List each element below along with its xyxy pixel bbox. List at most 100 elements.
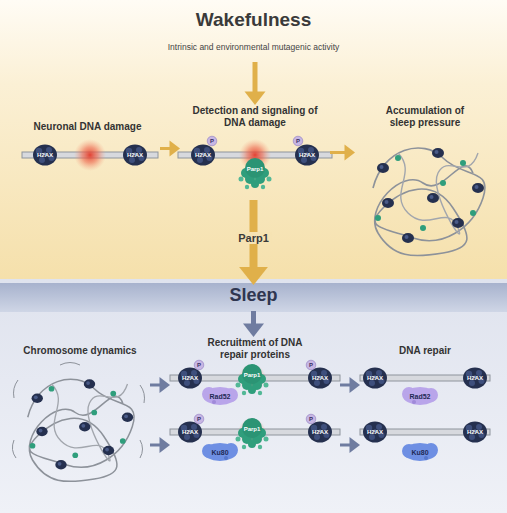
arrow-label: Parp1 bbox=[235, 232, 272, 244]
arrow-head bbox=[245, 92, 266, 106]
chromatin-tangle bbox=[28, 379, 134, 481]
state-title: Sleep bbox=[200, 285, 307, 306]
arrow-head bbox=[350, 437, 361, 453]
histone-label: H2AX bbox=[127, 152, 143, 158]
repair-row: Rad52 bbox=[360, 365, 490, 405]
motion-marks bbox=[12, 363, 144, 459]
histone-label: H2AX bbox=[367, 429, 383, 435]
histone-label: H2AX bbox=[195, 152, 211, 158]
ku80-protein bbox=[402, 443, 438, 461]
stage-panel: Chromosome dynamics bbox=[10, 345, 150, 478]
arrow-head bbox=[345, 145, 356, 161]
dna-strand bbox=[360, 429, 490, 435]
stage-panel: Recruitment of DNA repair proteinsRad52K… bbox=[165, 337, 345, 480]
arrow-head bbox=[170, 141, 181, 157]
flow-arrow bbox=[245, 62, 266, 105]
nucleosome bbox=[463, 368, 487, 389]
arrow-shaft bbox=[253, 62, 258, 93]
protein-name: Rad52 bbox=[409, 393, 430, 400]
nucleosome bbox=[33, 145, 57, 166]
dna-strand bbox=[360, 375, 490, 381]
nucleosome bbox=[295, 145, 319, 166]
histone-label: H2AX bbox=[467, 375, 483, 381]
nucleosome bbox=[363, 368, 387, 389]
phospho-label: P bbox=[309, 362, 313, 368]
phospho-mark bbox=[194, 414, 204, 424]
flow-arrow bbox=[160, 141, 180, 157]
protein-label: Parp1 bbox=[244, 426, 261, 432]
repair-row: Ku80 bbox=[360, 420, 490, 470]
phospho-label: P bbox=[296, 138, 300, 144]
histone-label: H2AX bbox=[467, 429, 483, 435]
phospho-mark bbox=[194, 360, 204, 370]
nucleosome bbox=[178, 368, 202, 389]
arrow-shaft bbox=[340, 444, 351, 447]
arrow-shaft bbox=[150, 384, 161, 387]
parp1-protein bbox=[239, 158, 272, 189]
flow-arrow bbox=[150, 437, 170, 453]
stage-panel: Accumulation of sleep pressure bbox=[355, 105, 495, 255]
ku80-protein bbox=[202, 443, 238, 461]
arrow-head bbox=[350, 377, 361, 393]
histone-label: H2AX bbox=[299, 152, 315, 158]
stage-panel: DNA repairRad52Ku80 bbox=[355, 345, 495, 480]
arrow-shaft bbox=[251, 311, 256, 325]
phospho-mark bbox=[306, 414, 316, 424]
chromatin-tangle bbox=[373, 148, 485, 256]
arrow-head bbox=[160, 437, 171, 453]
phospho-label: P bbox=[309, 416, 313, 422]
nucleosome bbox=[363, 422, 387, 443]
arrow-head bbox=[243, 324, 264, 338]
protein-label: Parp1 bbox=[247, 166, 264, 172]
histone-label: H2AX bbox=[367, 375, 383, 381]
flow-arrow bbox=[150, 377, 170, 393]
dna-damage bbox=[74, 139, 106, 171]
panel-heading: DNA repair bbox=[357, 345, 493, 357]
phospho-mark bbox=[293, 136, 303, 146]
histone-label: H2AX bbox=[312, 429, 328, 435]
flow-arrow bbox=[243, 311, 264, 337]
parp1-protein bbox=[236, 364, 269, 395]
protein-name: Rad52 bbox=[209, 393, 230, 400]
arrow-shaft bbox=[150, 444, 161, 447]
phospho-label: P bbox=[210, 138, 214, 144]
dna-damage bbox=[239, 139, 271, 171]
state-header: WakefulnessIntrinsic and environmental m… bbox=[130, 6, 377, 62]
phospho-label: P bbox=[197, 362, 201, 368]
stage-panel: Neuronal DNA damage bbox=[15, 121, 160, 176]
panel-heading: Neuronal DNA damage bbox=[18, 121, 158, 133]
rad52-protein bbox=[402, 387, 438, 405]
state-subtitle: Intrinsic and environmental mutagenic ac… bbox=[130, 42, 377, 52]
wake-band bbox=[0, 0, 507, 279]
protein-name: Ku80 bbox=[411, 449, 428, 456]
panel-heading: Recruitment of DNA repair proteins bbox=[200, 337, 310, 361]
nucleosome bbox=[123, 145, 147, 166]
nucleosome bbox=[308, 422, 332, 443]
histone-label: H2AX bbox=[312, 375, 328, 381]
nucleosome bbox=[308, 368, 332, 389]
parp1-protein bbox=[236, 418, 269, 449]
arrow-shaft bbox=[340, 384, 351, 387]
flow-arrow bbox=[330, 145, 355, 161]
histone-label: H2AX bbox=[182, 375, 198, 381]
phospho-mark bbox=[207, 136, 217, 146]
arrow-shaft bbox=[160, 147, 171, 150]
panel-heading: Detection and signaling of DNA damage bbox=[185, 105, 325, 129]
state-header: Sleep bbox=[200, 285, 307, 311]
rad52-protein bbox=[202, 387, 238, 405]
panel-heading: Accumulation of sleep pressure bbox=[377, 105, 473, 129]
phospho-mark bbox=[306, 360, 316, 370]
arrow-head bbox=[239, 267, 268, 285]
nucleosome bbox=[463, 422, 487, 443]
protein-name: Ku80 bbox=[211, 449, 228, 456]
nucleosome bbox=[178, 422, 202, 443]
sleep-band bbox=[0, 283, 507, 312]
flow-arrow bbox=[340, 437, 360, 453]
histone-label: H2AX bbox=[37, 152, 53, 158]
arrow-shaft bbox=[330, 151, 346, 154]
histone-label: H2AX bbox=[182, 429, 198, 435]
flow-arrow bbox=[340, 377, 360, 393]
phospho-label: P bbox=[197, 416, 201, 422]
panel-heading: Chromosome dynamics bbox=[12, 345, 148, 357]
